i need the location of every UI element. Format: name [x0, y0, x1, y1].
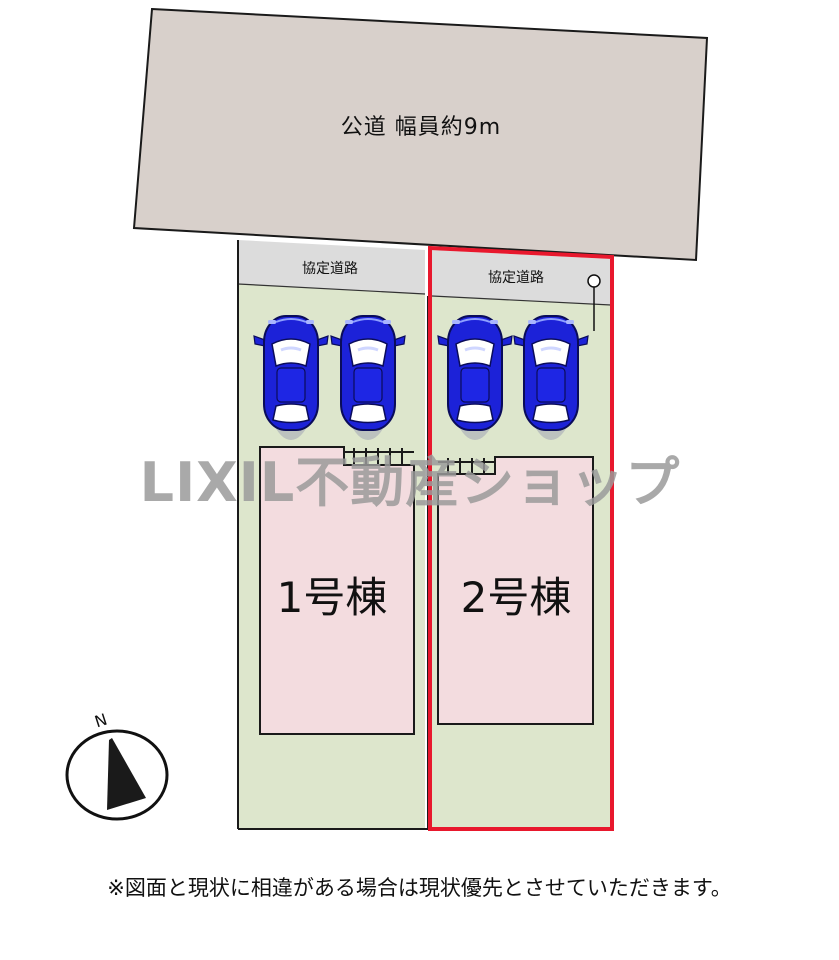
building-2	[437, 456, 594, 725]
passage-label-1: 協定道路	[302, 261, 358, 277]
passage-lot-1	[238, 240, 425, 294]
building-2-steps	[438, 458, 495, 474]
passage-edge-2	[431, 295, 612, 306]
building-1-label: 1号棟	[277, 573, 388, 622]
lot-2-highlight	[428, 245, 614, 831]
footnote: ※図面と現状に相違がある場合は現状優先とさせていただきます。	[107, 876, 732, 900]
passage-lot-2	[432, 250, 611, 305]
watermark: LIXIL不動産ショップ	[140, 451, 681, 514]
public-road	[132, 7, 709, 262]
passage-edge-1	[237, 283, 426, 295]
passage-label-2: 協定道路	[488, 270, 544, 286]
public-road-label: 公道 幅員約9m	[341, 115, 501, 140]
building-2-label: 2号棟	[461, 573, 572, 622]
meter-post-icon	[587, 274, 601, 331]
building-1-steps	[344, 448, 414, 465]
north-arrow-icon	[65, 729, 169, 821]
building-1	[259, 446, 415, 735]
north-label: N	[92, 710, 109, 732]
